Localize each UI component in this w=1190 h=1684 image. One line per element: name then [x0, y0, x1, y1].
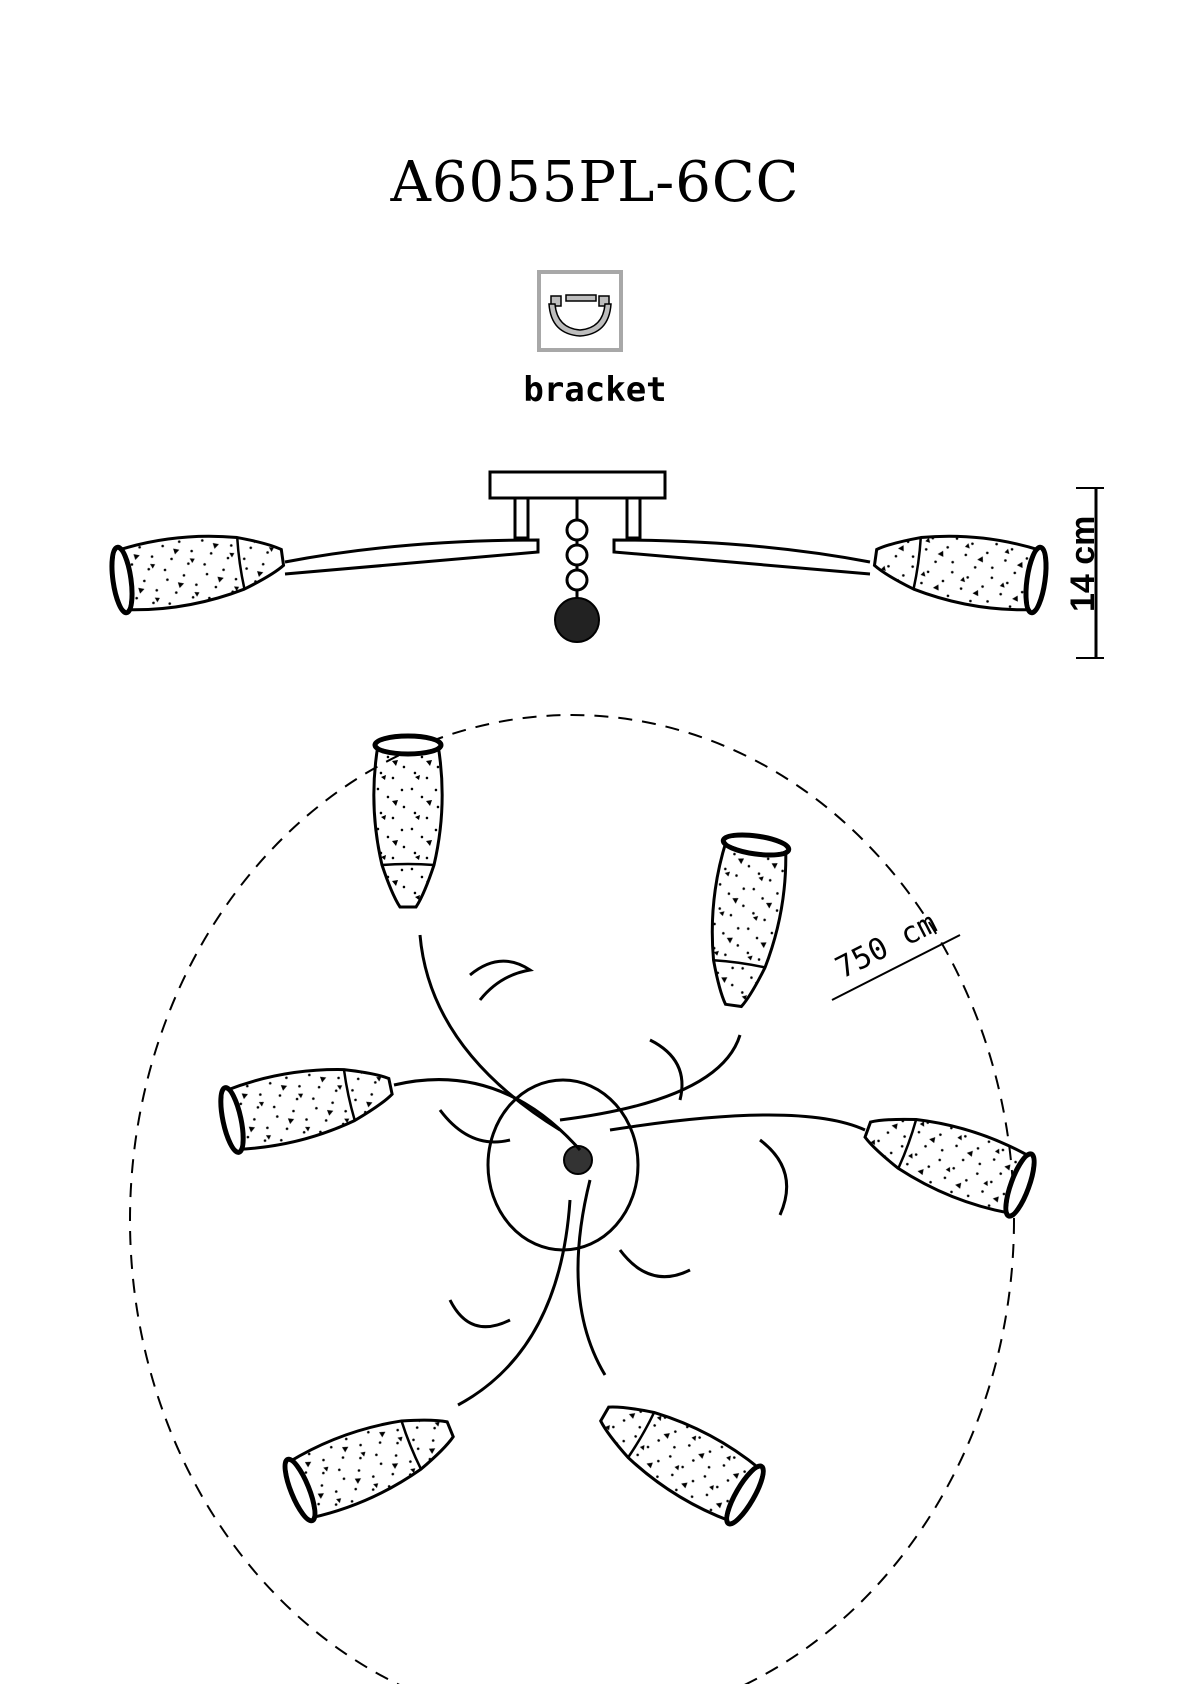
shade-top-left [374, 736, 442, 907]
shade-mid-right [856, 1097, 1040, 1220]
height-label: 14 cm [1064, 515, 1102, 612]
top-view [129, 714, 1040, 1684]
shade-top-right [700, 831, 791, 1010]
shade-mid-left [216, 1053, 397, 1155]
side-view [108, 470, 1104, 659]
crystal-pendant [554, 498, 600, 643]
bracket-label: bracket [523, 370, 667, 410]
height-dimension-line [1076, 487, 1104, 659]
shade-bottom-right [588, 1384, 770, 1529]
side-shade-right [871, 524, 1050, 615]
model-title: A6055PL-6CC [390, 150, 800, 215]
shade-bottom-left [279, 1398, 463, 1525]
diameter-circle [129, 714, 1015, 1684]
side-shade-left [108, 524, 287, 615]
bracket-icon [537, 270, 623, 352]
diameter-leader [831, 934, 961, 1001]
